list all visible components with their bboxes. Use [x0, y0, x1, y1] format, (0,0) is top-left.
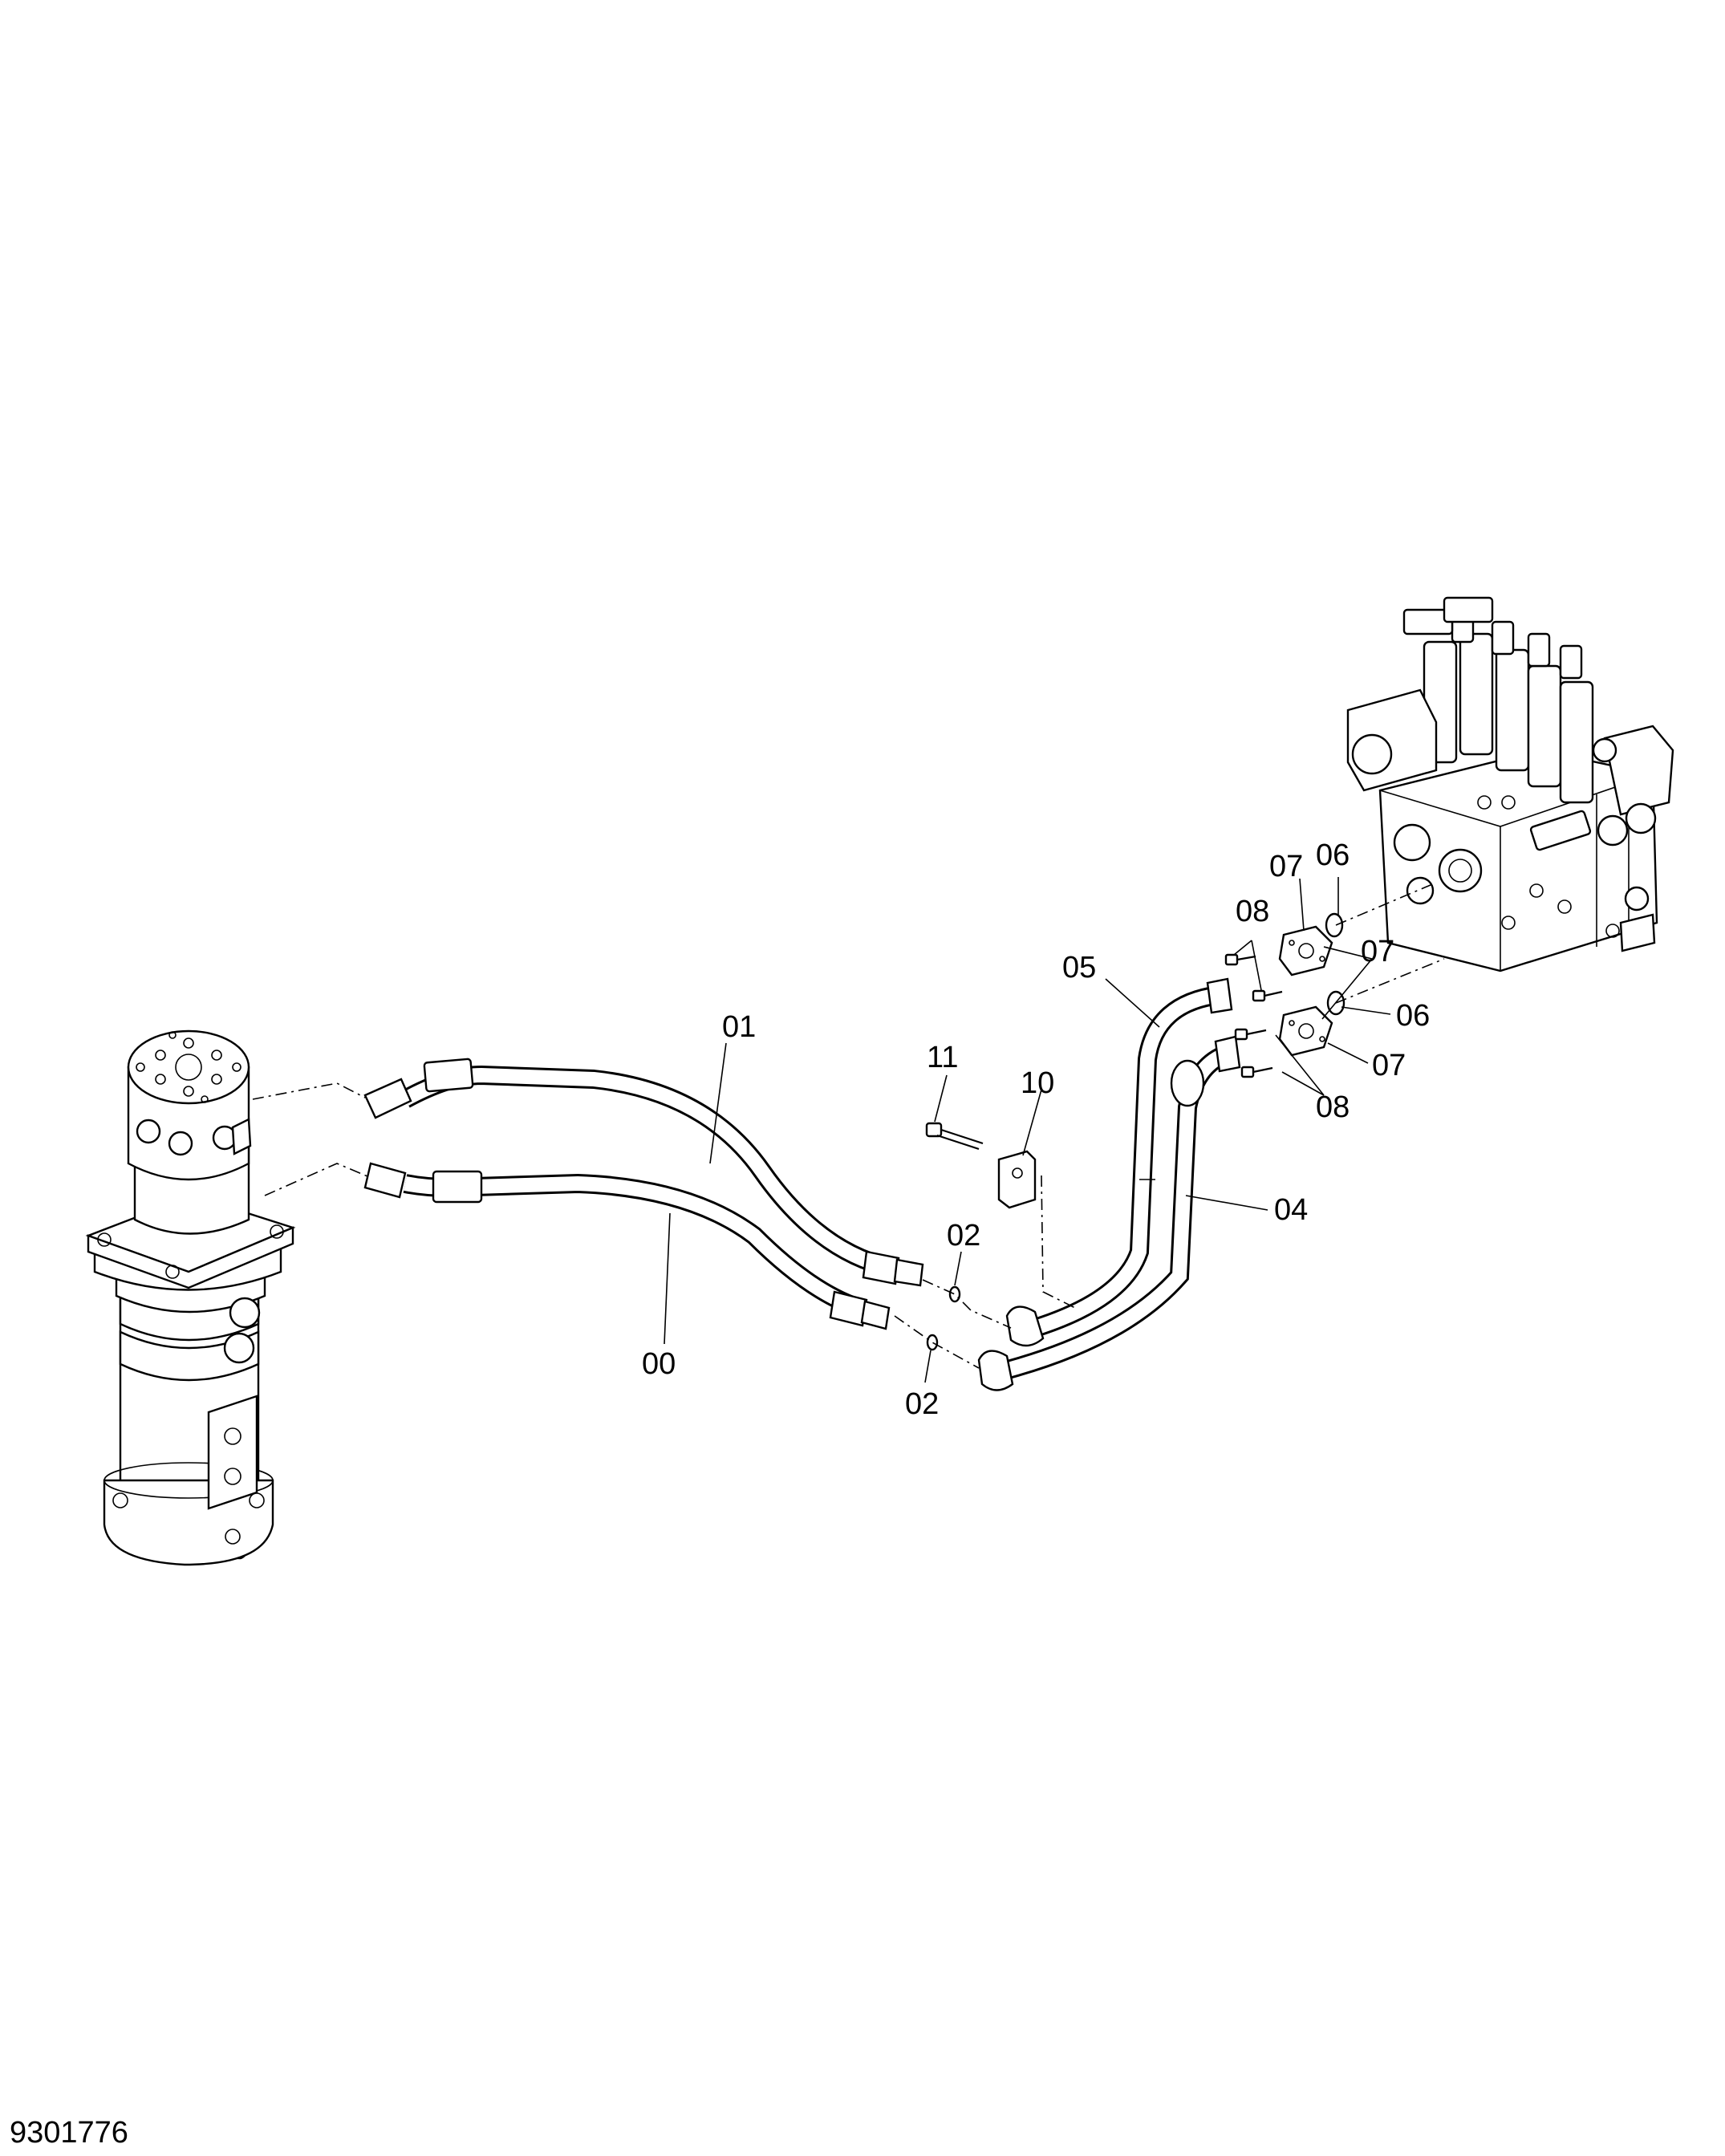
split-flange-upper [1278, 925, 1333, 976]
figure-number: 9301776 [10, 2116, 128, 2150]
pipe-05 [1005, 977, 1233, 1347]
callout-01: 01 [722, 1010, 756, 1044]
callout-07-bottom: 07 [1372, 1049, 1406, 1082]
callout-08-lower: 08 [1316, 1090, 1350, 1124]
callout-labels: 00 01 02 02 04 05 06 06 07 07 07 08 08 1… [642, 838, 1430, 1421]
callout-05: 05 [1062, 951, 1096, 985]
bolts [1224, 953, 1283, 1078]
leader-lines [664, 877, 1391, 1383]
hose-01 [363, 1058, 924, 1287]
callout-10: 10 [1021, 1066, 1054, 1100]
callout-07-top: 07 [1269, 850, 1303, 883]
callout-06-upper: 06 [1316, 838, 1350, 872]
control-valve [1346, 596, 1674, 972]
callout-04: 04 [1274, 1193, 1308, 1227]
callout-02-lower: 02 [905, 1387, 939, 1421]
hose-00 [363, 1162, 891, 1330]
callout-07-middle: 07 [1361, 935, 1394, 968]
callout-08-upper: 08 [1236, 895, 1269, 928]
connection-lines [252, 882, 1445, 1369]
split-flange-lower [1278, 1005, 1333, 1057]
pipe-04 [977, 1035, 1241, 1391]
swivel-joint [85, 1029, 296, 1566]
callout-06-lower: 06 [1396, 999, 1430, 1033]
clamp-and-bolt [925, 1122, 1037, 1209]
callout-00: 00 [642, 1347, 676, 1381]
callout-02-upper: 02 [947, 1219, 980, 1253]
callout-11: 11 [927, 1041, 958, 1074]
